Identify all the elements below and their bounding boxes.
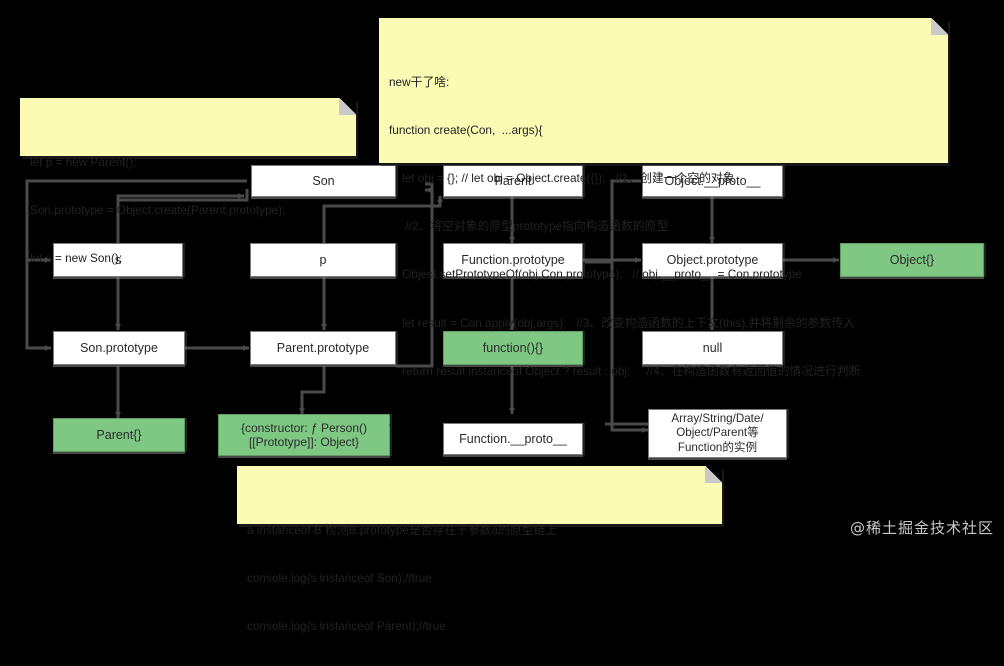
note-line: Son.prototype = Object.create(Parent.pro… <box>30 203 286 218</box>
node-label: Object{} <box>889 252 935 267</box>
node-label: Son.prototype <box>80 340 158 355</box>
connector-layer <box>25 179 840 433</box>
note-new-explain[interactable]: new干了啥: function create(Con, ...args){ l… <box>379 18 948 426</box>
watermark: @稀土掘金技术社区 <box>849 519 994 537</box>
node-label: Parent <box>494 173 532 188</box>
node-label: Parent.prototype <box>276 340 370 355</box>
node-label: Function.prototype <box>461 252 565 267</box>
note-line: a instanceof B 检测B.prototype是否存在于参数a的原型链… <box>247 523 558 538</box>
node-function-prototype[interactable]: Function.prototype <box>443 243 583 277</box>
note-line: let p = new Parent(); <box>30 155 137 170</box>
node-label-line1: {constructor: ƒ Person() <box>240 420 368 435</box>
note-line: function create(Con, ...args){ <box>389 123 543 138</box>
node-parent[interactable]: Parent <box>443 165 583 197</box>
node-p[interactable]: p <box>250 243 396 277</box>
node-label: Parent{} <box>96 427 142 442</box>
wire-group <box>25 179 840 433</box>
note-line: return result instanceof Object ? result… <box>389 363 861 378</box>
node-function-literal[interactable]: function(){} <box>443 331 583 365</box>
diagram-canvas: Son Parent Object.__proto__ s p Function… <box>20 18 994 633</box>
node-object-dunder-proto[interactable]: Object.__proto__ <box>642 165 783 197</box>
node-label-line3: Function的实例 <box>677 440 758 454</box>
node-label: null <box>702 340 723 355</box>
node-label: Object.prototype <box>666 252 759 267</box>
note-line: new干了啥: <box>389 75 450 90</box>
note-fold-icon <box>339 98 356 115</box>
node-parent-literal[interactable]: Parent{} <box>53 418 185 452</box>
note-line: //2、将空对象的原型prototype指向构造函数的原型 <box>389 219 669 234</box>
node-s[interactable]: s <box>53 243 183 277</box>
node-label-line2: Object/Parent等 <box>676 426 759 440</box>
note-code-left[interactable]: let p = new Parent(); Son.prototype = Ob… <box>20 98 356 265</box>
node-label: function(){} <box>482 340 544 355</box>
note-fold-icon <box>931 18 948 35</box>
node-son[interactable]: Son <box>251 165 396 197</box>
node-label: Object.__proto__ <box>664 173 761 188</box>
node-parent-prototype[interactable]: Parent.prototype <box>250 331 396 365</box>
note-line: console.log(s instanceof Parent);//true <box>247 619 446 634</box>
node-son-prototype[interactable]: Son.prototype <box>53 331 185 365</box>
note-line: console.log(s instanceof Son);//true <box>247 571 432 586</box>
note-line: } <box>389 411 393 426</box>
note-fold-icon <box>705 466 722 483</box>
node-label: Function.__proto__ <box>459 431 567 446</box>
node-function-dunder-proto[interactable]: Function.__proto__ <box>443 423 583 455</box>
node-label: p <box>319 252 327 267</box>
note-instanceof[interactable]: a instanceof B 检测B.prototype是否存在于参数a的原型链… <box>237 466 722 633</box>
node-object-literal[interactable]: Object{} <box>840 243 984 277</box>
node-constructor-object[interactable]: {constructor: ƒ Person() [[Prototype]]: … <box>218 414 390 456</box>
node-label-line2: [[Prototype]]: Object} <box>248 435 360 449</box>
node-label: s <box>114 252 122 267</box>
note-line: Object.setPrototypeOf(obj,Con.prototype)… <box>389 267 802 282</box>
node-label-line1: Array/String/Date/ <box>671 411 764 425</box>
note-line: let result = Con.apply(obj,args); //3、改变… <box>389 315 855 330</box>
note-line: let s = new Son(); <box>30 251 123 266</box>
note-line: let obj = {}; // let obj = Object.create… <box>389 171 735 186</box>
node-function-instances[interactable]: Array/String/Date/ Object/Parent等 Functi… <box>648 409 787 458</box>
node-object-prototype[interactable]: Object.prototype <box>642 243 783 277</box>
node-label: Son <box>312 173 335 188</box>
node-null[interactable]: null <box>642 331 783 365</box>
